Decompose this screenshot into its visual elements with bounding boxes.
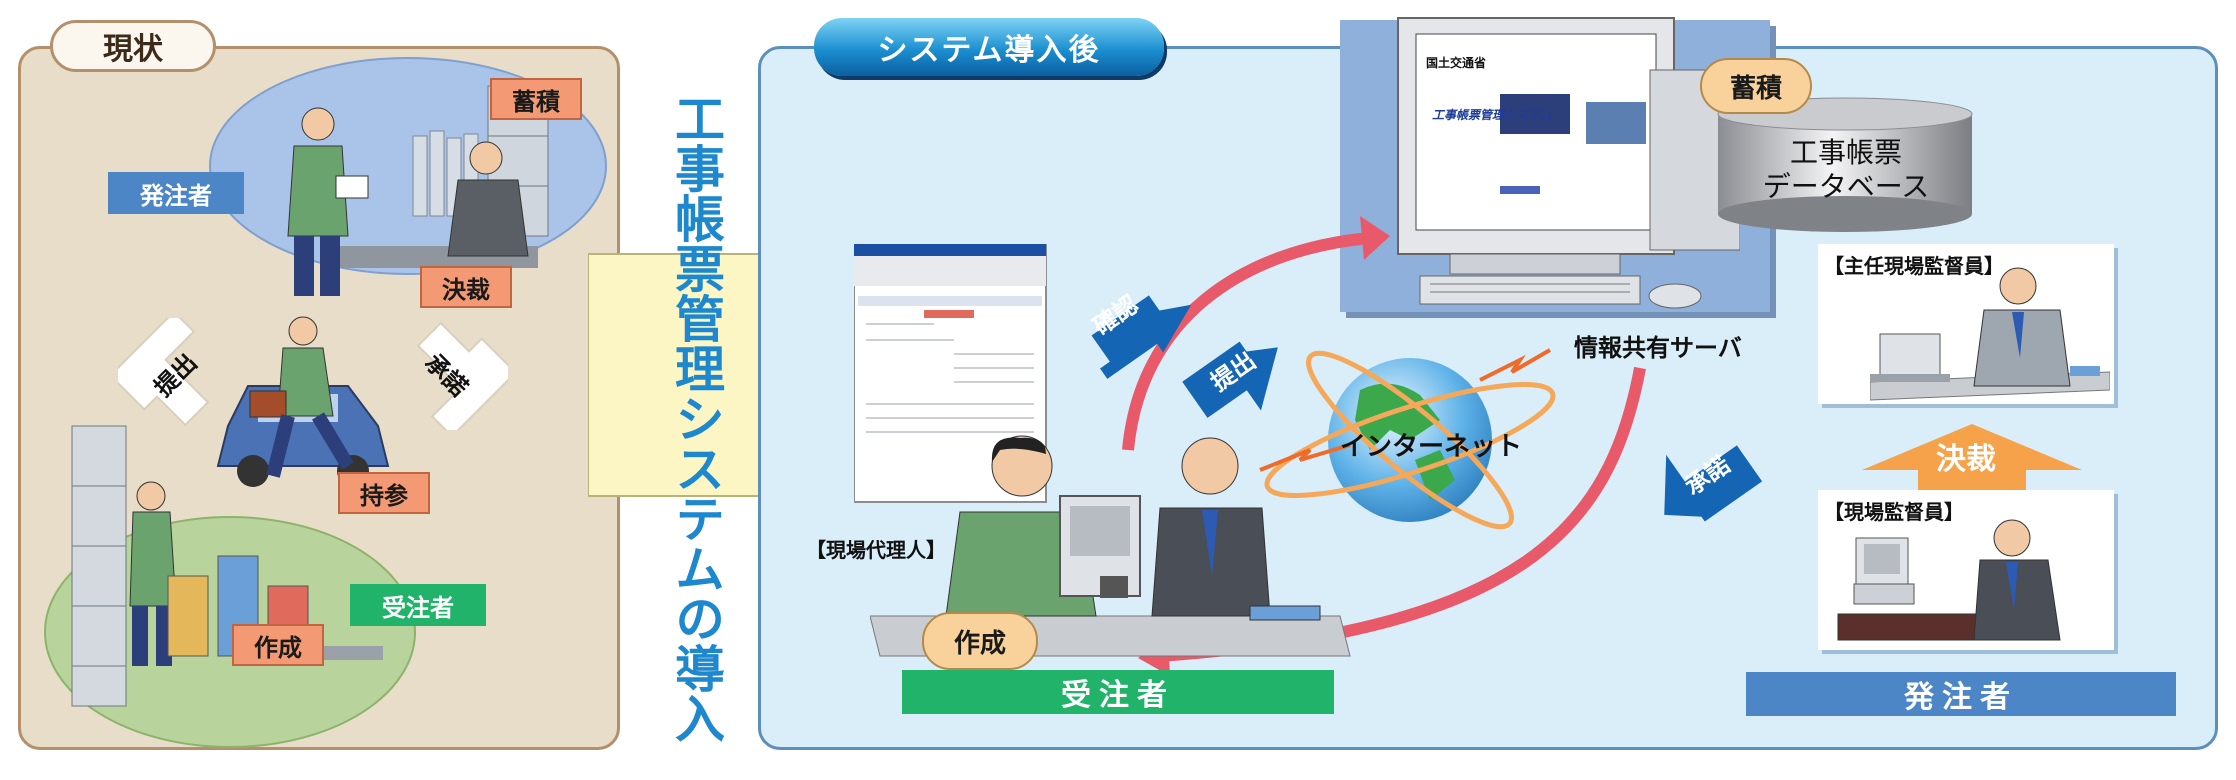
- agent-label: 【現場代理人】: [806, 538, 946, 562]
- person-running-icon: [249, 316, 355, 478]
- person-approving-icon: [447, 141, 529, 257]
- orderer-bar: 発注者: [1746, 672, 2176, 716]
- submit-arrow-icon: [118, 318, 210, 427]
- approve-label: 決裁: [420, 266, 512, 308]
- submit-blue-arrow-icon: [1182, 341, 1278, 418]
- create-pill: 作成: [922, 612, 1038, 670]
- folder-icon: [1249, 605, 1321, 621]
- agent-person-icon: [945, 435, 1097, 617]
- database-icon: [1717, 97, 1973, 232]
- screen-ministry-text: 国土交通省: [1426, 56, 1487, 70]
- crt-monitor-icon: [1853, 537, 1915, 605]
- accumulate-pill: 蓄積: [1700, 58, 1812, 114]
- confirm-arrow-icon: [1091, 295, 1192, 379]
- phone-person-icon: [1973, 267, 2071, 387]
- server-computer-icon: [1397, 17, 1740, 309]
- consent-blue-arrow-icon: [1664, 445, 1763, 522]
- system-introduction-title: 工事帳票管理システムの導入: [667, 93, 725, 743]
- supervisor-illustration: [1837, 519, 2061, 641]
- orderer-label: 発注者: [108, 172, 244, 214]
- seated-person-icon: [1973, 519, 2061, 641]
- bookshelf-left-icon: [71, 425, 127, 707]
- approve-arrow-icon: [1862, 424, 2082, 496]
- desktop-pc-icon: [1059, 495, 1141, 598]
- rolled-drawings-icon: [412, 130, 479, 217]
- consent-arrow-icon: [416, 321, 508, 430]
- supervisor-label: 【現場監督員】: [1824, 500, 1964, 524]
- screen-system-name-text: 工事帳票管理システム: [1432, 108, 1552, 122]
- database-label: 工事帳票 データベース: [1762, 136, 1930, 203]
- contractor-bar: 受注者: [902, 670, 1334, 714]
- contractor-label: 受注者: [350, 584, 486, 626]
- upload-curve-arrow: [1122, 232, 1371, 451]
- laptop-icon: [1870, 333, 1950, 382]
- chief-supervisor-label: 【主任現場監督員】: [1824, 254, 2004, 278]
- person-reading-icon: [287, 107, 369, 296]
- server-label: 情報共有サーバ: [1574, 334, 1742, 362]
- folder-small-icon: [2070, 366, 2100, 376]
- chief-supervisor-illustration: [1870, 267, 2110, 401]
- approve-label-right: 決裁: [1936, 442, 1996, 477]
- current-state-title: 現状: [50, 20, 216, 72]
- create-label: 作成: [232, 624, 324, 666]
- carry-label: 持参: [338, 472, 430, 514]
- client-person-icon: [1151, 437, 1271, 617]
- after-introduction-title: システム導入後: [814, 18, 1164, 76]
- internet-label: インターネット: [1340, 432, 1523, 462]
- internet-globe-icon: [1259, 348, 1556, 530]
- upload-arrowhead-icon: [1360, 216, 1390, 260]
- accumulate-label: 蓄積: [490, 78, 582, 120]
